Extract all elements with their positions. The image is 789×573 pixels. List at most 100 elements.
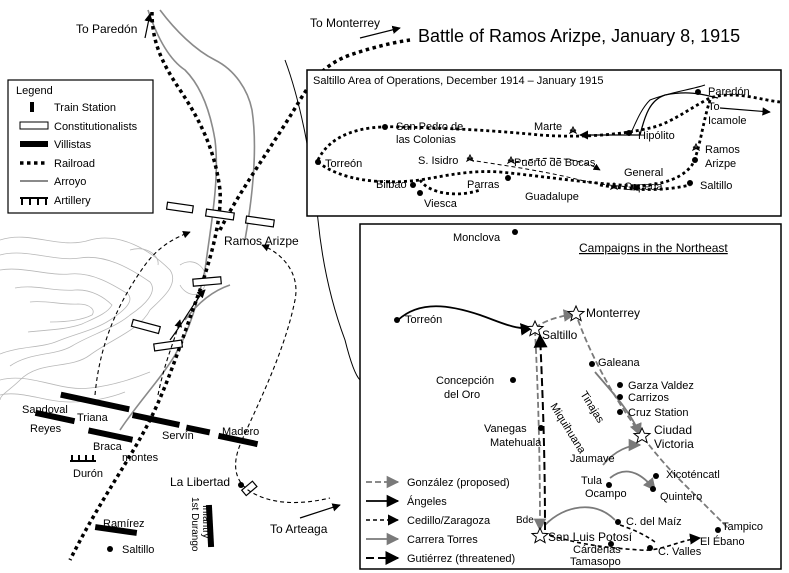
inset2-vanegas: Vanegas <box>484 423 527 435</box>
legend-artillery-symbol <box>20 197 48 205</box>
label-madero: Madero <box>222 426 259 438</box>
label-duron: Durón <box>73 468 103 480</box>
inset2-c-valles: C. Valles <box>658 546 702 558</box>
label-reyes: Reyes <box>30 423 62 435</box>
legend-villistas: Villistas <box>54 139 92 151</box>
direction-arteaga-arrow <box>299 503 341 519</box>
inset2-monterrey: Monterrey <box>586 306 640 320</box>
inset2-carrizos: Carrizos <box>628 392 669 404</box>
inset-campaigns: Campaigns in the Northeast <box>359 223 782 570</box>
legend-train-station-symbol <box>30 102 34 112</box>
inset1-hipolito: Hipólito <box>638 130 675 142</box>
inset1-viesca: Viesca <box>424 198 458 210</box>
legend-constitutionalists-symbol <box>19 121 49 130</box>
campaign-legend-cedillo: Cedillo/Zaragoza <box>407 515 491 527</box>
inset2-victoria: Victoria <box>654 437 694 451</box>
battle-movements <box>94 230 331 504</box>
legend-artillery: Artillery <box>54 195 91 207</box>
inset1-saltillo: Saltillo <box>700 180 732 192</box>
inset1-bilbao: Bilbao <box>376 179 407 191</box>
city-star-icons <box>525 304 652 544</box>
legend-train-station: Train Station <box>54 102 116 114</box>
villista-positions <box>34 391 259 548</box>
direction-arteaga: To Arteaga <box>270 522 328 536</box>
inset2-tampico: Tampico <box>722 521 763 533</box>
legend-villistas-symbol <box>20 141 48 147</box>
direction-monterrey: To Monterrey <box>310 16 380 30</box>
inset2-concepcion-1: Concepción <box>436 375 494 387</box>
inset2-tula: Tula <box>581 475 603 487</box>
label-bracamontes-1: Braca <box>93 441 123 453</box>
inset1-marte: Marte <box>534 121 562 133</box>
inset2-concepcion-2: del Oro <box>444 389 480 401</box>
label-la-libertad: La Libertad <box>170 475 230 489</box>
inset2-tamasopo: Tamasopo <box>570 556 621 568</box>
inset2-saltillo: Saltillo <box>542 328 578 342</box>
inset2-torreon: Torreón <box>405 314 442 326</box>
inset2-matehuala: Matehuala <box>490 437 542 449</box>
inset2-san-luis-potosi: San Luis Potosí <box>548 530 633 544</box>
inset1-s-isidro: S. Isidro <box>418 155 458 167</box>
inset2-garza-valdez: Garza Valdez <box>628 380 694 392</box>
inset2-ocampo: Ocampo <box>585 488 627 500</box>
inset2-ciudad: Ciudad <box>654 423 692 437</box>
legend-title: Legend <box>16 85 53 97</box>
inset1-cepeda: Cepeda <box>624 181 663 193</box>
campaign-legend-bde: Bde <box>516 515 534 526</box>
inset2-quintero: Quintero <box>660 491 702 503</box>
inset2-el-ebano: El Ébano <box>700 535 745 548</box>
la-libertad-town-dot <box>238 482 244 488</box>
inset1-san-pedro-1: San Pedro de <box>396 121 463 133</box>
inset1-to: To <box>708 101 720 113</box>
inset1-guadalupe: Guadalupe <box>525 191 579 203</box>
road-east <box>284 59 361 381</box>
inset1-san-pedro-2: las Colonias <box>396 134 456 146</box>
label-servin: Servín <box>162 430 194 442</box>
svg-text:1st Durango: 1st Durango <box>189 497 200 552</box>
legend-railroad: Railroad <box>54 158 95 170</box>
legend: Legend Train Station Constitutionalists … <box>7 79 154 214</box>
direction-paredon-arrow <box>144 13 153 39</box>
map-title: Battle of Ramos Arizpe, January 8, 1915 <box>418 26 740 46</box>
inset2-cardenas: Cárdenas <box>573 544 621 556</box>
inset2-c-del-maiz: C. del Maíz <box>626 516 682 528</box>
inset2-jaumave: Jaumave <box>570 453 615 465</box>
inset-saltillo-title: Saltillo Area of Operations, December 19… <box>313 75 603 87</box>
inset1-general: General <box>624 167 663 179</box>
inset1-arizpe: Arizpe <box>705 158 736 170</box>
campaign-legend-gonzalez: González (proposed) <box>407 477 510 489</box>
inset1-icamole: Icamole <box>708 115 747 127</box>
legend-constitutionalists: Constitutionalists <box>54 121 138 133</box>
inset2-monclova: Monclova <box>453 232 501 244</box>
campaign-legend-carrera: Carrera Torres <box>407 534 478 546</box>
inset2-xicotencatl: Xicoténcatl <box>666 469 720 481</box>
svg-text:Infantry: Infantry <box>200 505 211 538</box>
label-bracamontes-2: montes <box>122 452 159 464</box>
constitutionalist-positions <box>130 201 275 497</box>
legend-arroyo: Arroyo <box>54 176 86 188</box>
inset-saltillo-area: Saltillo Area of Operations, December 19… <box>306 69 782 217</box>
label-durango-infantry: 1st Durango Infantry <box>189 497 211 552</box>
label-ramos-arizpe: Ramos Arizpe <box>224 234 299 248</box>
label-ramirez: Ramírez <box>103 518 145 530</box>
inset2-cruz-station: Cruz Station <box>628 407 689 419</box>
inset1-parras: Parras <box>467 179 500 191</box>
inset1-paredon: Paredón <box>708 86 750 98</box>
direction-paredon: To Paredón <box>76 22 137 36</box>
inset1-ramos: Ramos <box>705 144 740 156</box>
label-saltillo: Saltillo <box>122 544 154 556</box>
label-triana: Triana <box>77 412 109 424</box>
campaign-legend-angeles: Ángeles <box>407 495 447 508</box>
inset2-galeana: Galeana <box>598 357 640 369</box>
campaign-legend: González (proposed) Ángeles Cedillo/Zara… <box>366 475 534 565</box>
terrain-contours <box>0 236 207 403</box>
duron-artillery-icon <box>70 455 96 462</box>
inset1-puerto-de-bocas: Puerto de Bocas <box>514 157 596 169</box>
direction-monterrey-arrow <box>359 25 401 39</box>
campaign-legend-gutierrez: Gutiérrez (threatened) <box>407 553 515 565</box>
inset1-torreon: Torreón <box>325 158 362 170</box>
inset-campaigns-title: Campaigns in the Northeast <box>579 241 728 255</box>
label-sandoval: Sandoval <box>22 404 68 416</box>
saltillo-town-dot <box>107 546 113 552</box>
